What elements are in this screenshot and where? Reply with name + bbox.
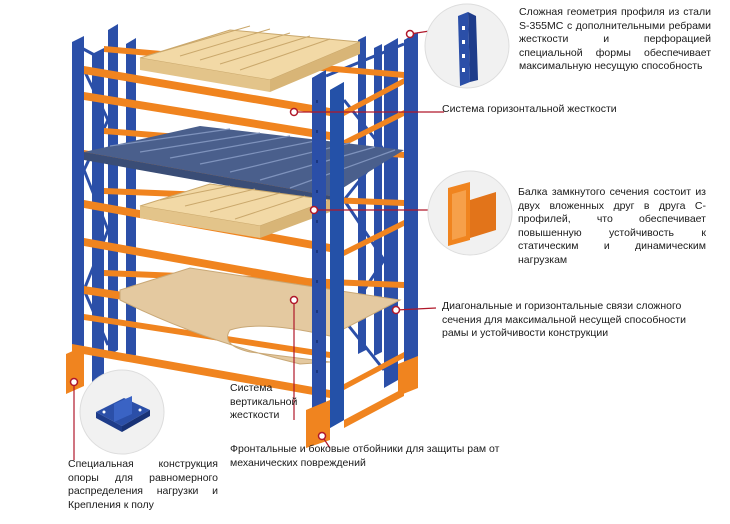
- callout-diagonal-bracing: Диагональные и горизонтальные связи слож…: [442, 300, 686, 339]
- inset-profile-bubble: [424, 3, 510, 89]
- callout-guards: Фронтальные и боковые отбойники для защи…: [230, 443, 500, 469]
- callout-vertical-bracing: Система вертикальной жесткости: [230, 382, 298, 421]
- callout-horizontal-bracing: Система горизонтальной жесткости: [442, 103, 617, 115]
- inset-beam-bubble: [427, 170, 513, 256]
- left-frame: [72, 36, 110, 394]
- callout-lines: [73, 29, 444, 460]
- top-pallets: [139, 25, 361, 92]
- callout-profile: Сложная геометрия профиля из стали S-355…: [519, 6, 711, 72]
- callout-dots: [69, 29, 415, 441]
- callout-footplate: Специальная конструкция опоры для равном…: [68, 458, 218, 511]
- inset-footplate-bubble: [79, 369, 165, 455]
- callout-beam: Балка замкнутого сечения состоит из двух…: [518, 186, 706, 266]
- front-uprights: [312, 70, 344, 428]
